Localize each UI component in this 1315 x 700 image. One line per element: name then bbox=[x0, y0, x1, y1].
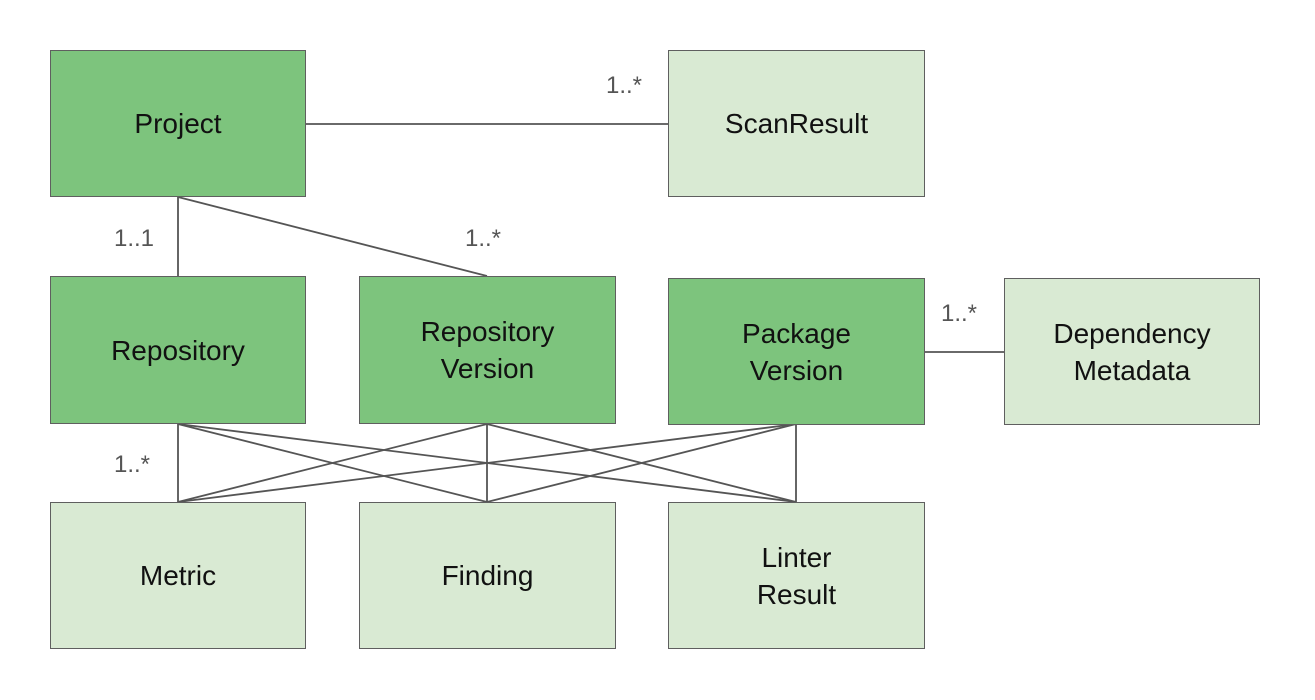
entity-scan-result[interactable]: ScanResult bbox=[668, 50, 925, 197]
entity-package-version-label: Package Version bbox=[736, 315, 857, 389]
entity-package-version-line1: Package bbox=[742, 317, 851, 349]
entity-linter-result-line2: Result bbox=[756, 578, 837, 610]
entity-linter-result[interactable]: Linter Result bbox=[668, 502, 925, 649]
entity-metric[interactable]: Metric bbox=[50, 502, 306, 649]
multiplicity-project-repository-version: 1..* bbox=[465, 225, 502, 252]
entity-package-version-line2: Version bbox=[749, 354, 844, 386]
connector-package-finding bbox=[486, 423, 797, 503]
entity-dependency-metadata[interactable]: Dependency Metadata bbox=[1004, 278, 1260, 425]
connector-project-repository-version bbox=[177, 196, 488, 277]
entity-scan-result-label: ScanResult bbox=[724, 108, 869, 139]
connector-package-metric bbox=[177, 423, 797, 503]
entity-dependency-metadata-line2: Metadata bbox=[1073, 354, 1191, 386]
multiplicity-project-scanresult: 1..* bbox=[606, 72, 643, 99]
entity-package-version[interactable]: Package Version bbox=[668, 278, 925, 425]
multiplicity-project-repository: 1..1 bbox=[114, 225, 155, 252]
entity-metric-label: Metric bbox=[139, 560, 217, 591]
entity-repository-label: Repository bbox=[111, 334, 245, 366]
entity-repository-version-line2: Version bbox=[440, 353, 535, 384]
multiplicity-repository-metric: 1..* bbox=[114, 451, 151, 478]
entity-repository[interactable]: Repository bbox=[50, 276, 306, 424]
entity-project-label: Project bbox=[134, 108, 222, 139]
entity-finding[interactable]: Finding bbox=[359, 502, 616, 649]
entity-dependency-metadata-label: Dependency Metadata bbox=[1047, 315, 1216, 389]
entity-finding-label: Finding bbox=[441, 560, 534, 591]
entity-project[interactable]: Project bbox=[50, 50, 306, 197]
entity-dependency-metadata-line1: Dependency bbox=[1053, 317, 1211, 349]
entity-repository-version-line1: Repository bbox=[420, 316, 555, 347]
connector-repoversion-metric bbox=[177, 423, 488, 503]
multiplicity-package-dependency: 1..* bbox=[941, 300, 978, 327]
entity-repository-version-label: Repository Version bbox=[415, 313, 561, 387]
entity-repository-version[interactable]: Repository Version bbox=[359, 276, 616, 424]
entity-linter-result-line1: Linter bbox=[761, 541, 832, 573]
entity-linter-result-label: Linter Result bbox=[751, 539, 842, 613]
